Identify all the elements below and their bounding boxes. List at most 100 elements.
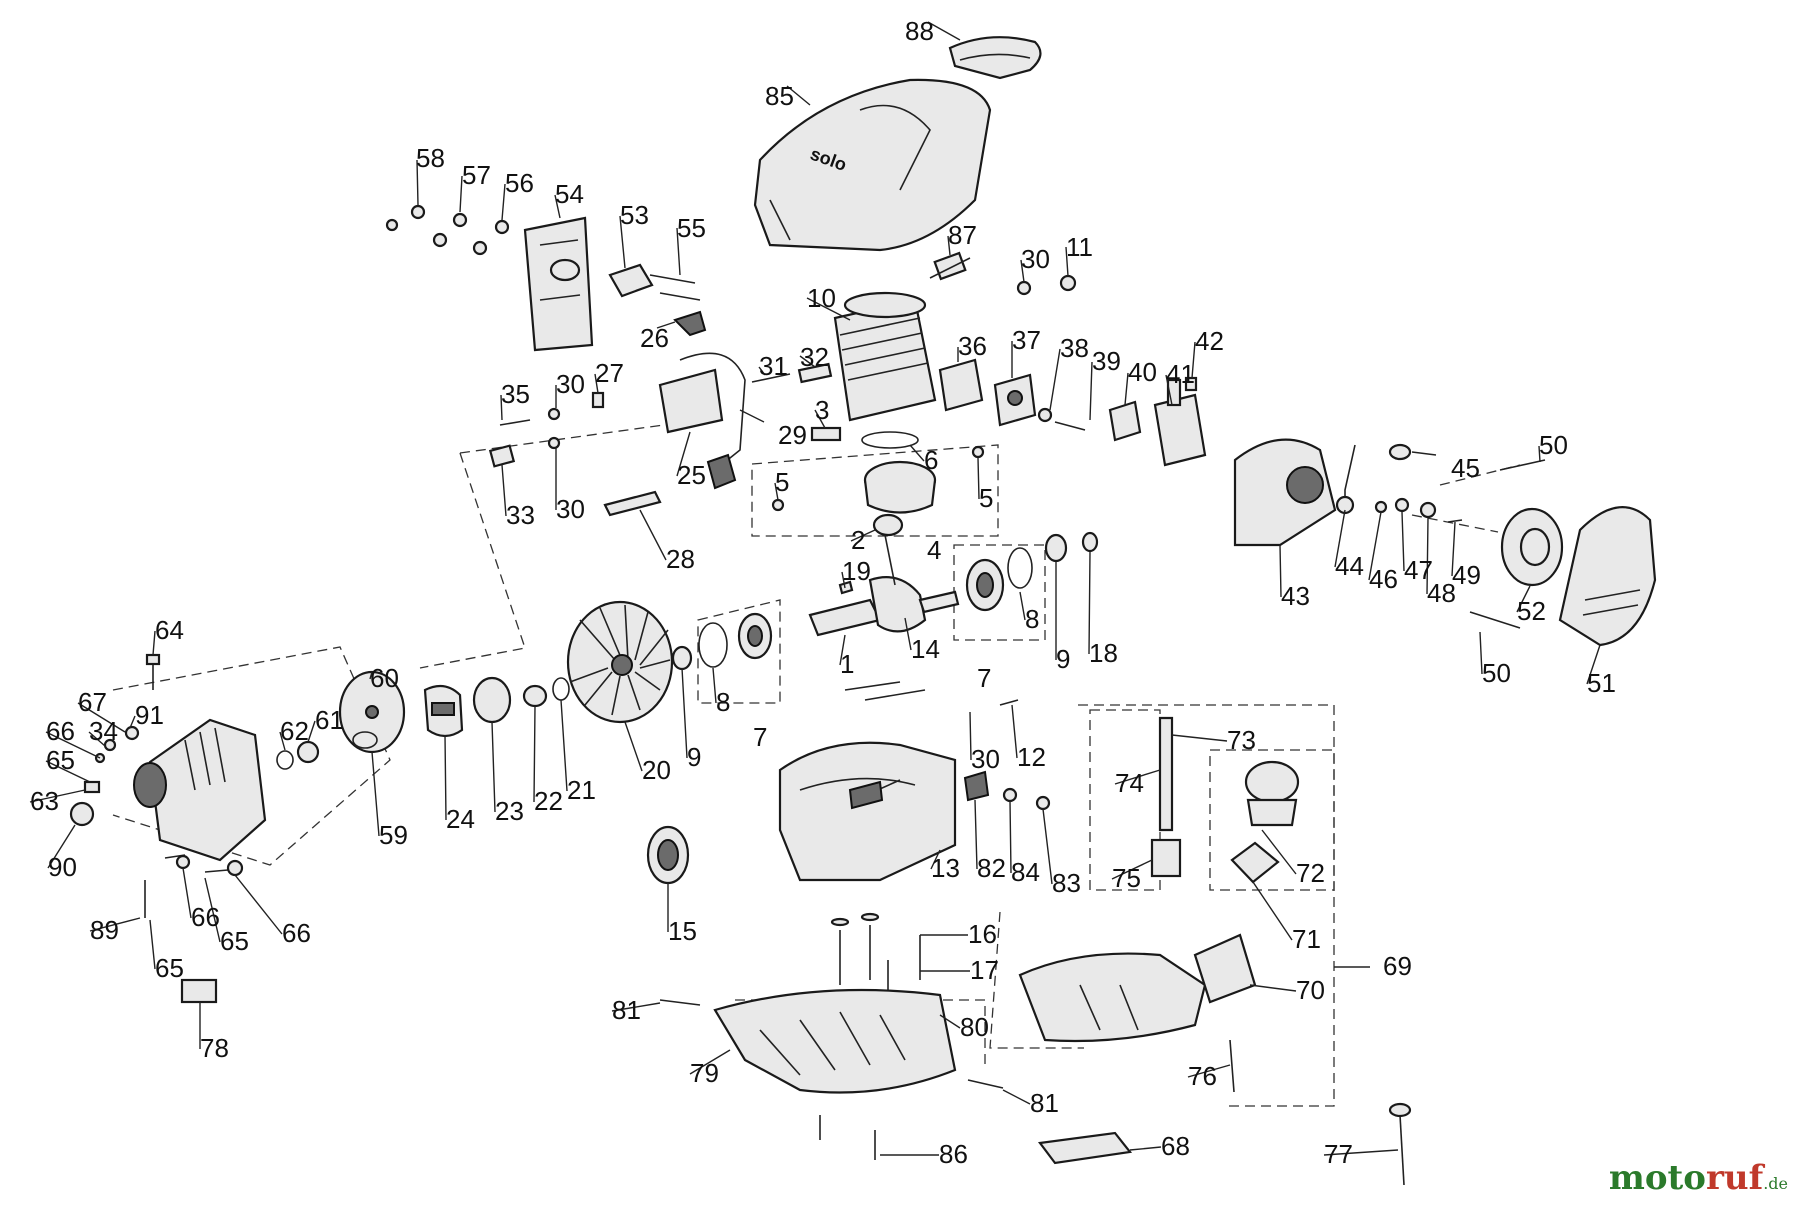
part-55-bolts [649, 274, 701, 301]
part-6-piston-ring [861, 431, 919, 449]
callout-label-47: 47 [1404, 555, 1433, 585]
part-15-seal [646, 825, 690, 885]
part-38-39-screws [1037, 407, 1086, 431]
part-74-fuel-line [1158, 716, 1174, 832]
callout-label-32: 32 [800, 342, 829, 372]
callout-label-80: 80 [960, 1012, 989, 1042]
callout-label-73: 73 [1227, 725, 1256, 755]
part-85-engine-hood: solo [753, 78, 992, 252]
callout-label-83: 83 [1052, 868, 1081, 898]
callout-label-6: 6 [924, 445, 938, 475]
callout-label-36: 36 [958, 331, 987, 361]
callout-label-20: 20 [642, 755, 671, 785]
part-22-bushing [522, 684, 548, 708]
part-37-intake [993, 373, 1037, 427]
callout-label-72: 72 [1296, 858, 1325, 888]
callout-label-5: 5 [979, 483, 993, 513]
callout-label-15: 15 [668, 916, 697, 946]
callout-label-81: 81 [1030, 1088, 1059, 1118]
part-35-screw [499, 419, 531, 426]
part-16-17-screws [830, 912, 921, 1005]
part-50-bolts [1469, 459, 1546, 629]
callout-label-44: 44 [1335, 551, 1364, 581]
part-8-bearing-right [965, 547, 1033, 612]
part-28-clip [603, 490, 662, 517]
leader-lines [29, 21, 1601, 1156]
part-77-pin [1388, 1102, 1412, 1186]
callout-label-9: 9 [1056, 644, 1070, 674]
part-70-fuel-tank [1018, 933, 1257, 1043]
part-36-gasket [938, 358, 984, 412]
callout-label-58: 58 [416, 143, 445, 173]
callout-label-13: 13 [931, 853, 960, 883]
part-32-pin [797, 362, 833, 384]
part-33-sleeve [488, 444, 516, 468]
callout-label-12: 12 [1017, 742, 1046, 772]
callout-label-43: 43 [1281, 581, 1310, 611]
part-61-62-bearing [276, 740, 320, 770]
callout-label-7: 7 [977, 663, 991, 693]
part-87-spark-plug [929, 251, 971, 281]
part-5-clips [771, 445, 985, 512]
callout-label-65: 65 [155, 953, 184, 983]
callout-label-85: 85 [765, 81, 794, 111]
callout-label-38: 38 [1060, 333, 1089, 363]
callout-label-62: 62 [280, 716, 309, 746]
part-52-pulley [1500, 507, 1564, 587]
parts-46-49-washers [1374, 497, 1463, 523]
part-41-carburetor [1153, 378, 1207, 467]
part-20-flywheel [566, 600, 674, 724]
callout-label-71: 71 [1292, 924, 1321, 954]
callout-label-19: 19 [842, 556, 871, 586]
callout-label-49: 49 [1452, 560, 1481, 590]
callout-label-79: 79 [690, 1058, 719, 1088]
callout-label-63: 63 [30, 786, 59, 816]
part-18-washer [1081, 531, 1099, 553]
callout-label-31: 31 [759, 351, 788, 381]
callout-label-18: 18 [1089, 638, 1118, 668]
callout-label-29: 29 [778, 420, 807, 450]
callout-label-64: 64 [155, 615, 184, 645]
callout-label-89: 89 [90, 915, 119, 945]
callout-label-24: 24 [446, 804, 475, 834]
callout-label-4: 4 [927, 535, 941, 565]
part-13-fan-housing [778, 741, 957, 882]
callout-label-8: 8 [1025, 604, 1039, 634]
part-19-key [838, 580, 854, 595]
callout-label-16: 16 [968, 919, 997, 949]
part-1-crankshaft [808, 534, 960, 637]
part-88-top-cap [948, 36, 1042, 80]
left-crankcase-housing [133, 718, 267, 862]
part-10-cylinder [833, 291, 937, 422]
callout-label-26: 26 [640, 323, 669, 353]
callout-label-9: 9 [687, 742, 701, 772]
callout-label-21: 21 [567, 775, 596, 805]
callout-label-50: 50 [1539, 430, 1568, 460]
parts-89-65-66-screws [144, 854, 244, 918]
part-14-seal [844, 681, 926, 701]
callout-label-30: 30 [556, 494, 585, 524]
callout-label-14: 14 [911, 634, 940, 664]
callout-label-68: 68 [1161, 1131, 1190, 1161]
part-24-clutch-shoes [423, 684, 464, 738]
callout-label-46: 46 [1369, 564, 1398, 594]
callout-label-65: 65 [46, 745, 75, 775]
callout-label-90: 90 [48, 852, 77, 882]
callout-label-78: 78 [200, 1033, 229, 1063]
callout-label-57: 57 [462, 160, 491, 190]
callout-label-70: 70 [1296, 975, 1325, 1005]
part-8-bearing-left [698, 612, 773, 668]
part-9-bearing-right [1044, 533, 1068, 563]
callout-label-3: 3 [815, 395, 829, 425]
callout-label-1: 1 [840, 649, 854, 679]
part-86-screws [819, 1115, 876, 1160]
callout-label-88: 88 [905, 16, 934, 46]
part-40-gasket [1108, 400, 1142, 442]
part-75-fuel-filter [1150, 838, 1182, 878]
callout-label-30: 30 [556, 369, 585, 399]
callout-label-23: 23 [495, 796, 524, 826]
callout-label-60: 60 [370, 663, 399, 693]
part-43-starter-housing [1233, 438, 1337, 547]
callout-label-28: 28 [666, 544, 695, 574]
